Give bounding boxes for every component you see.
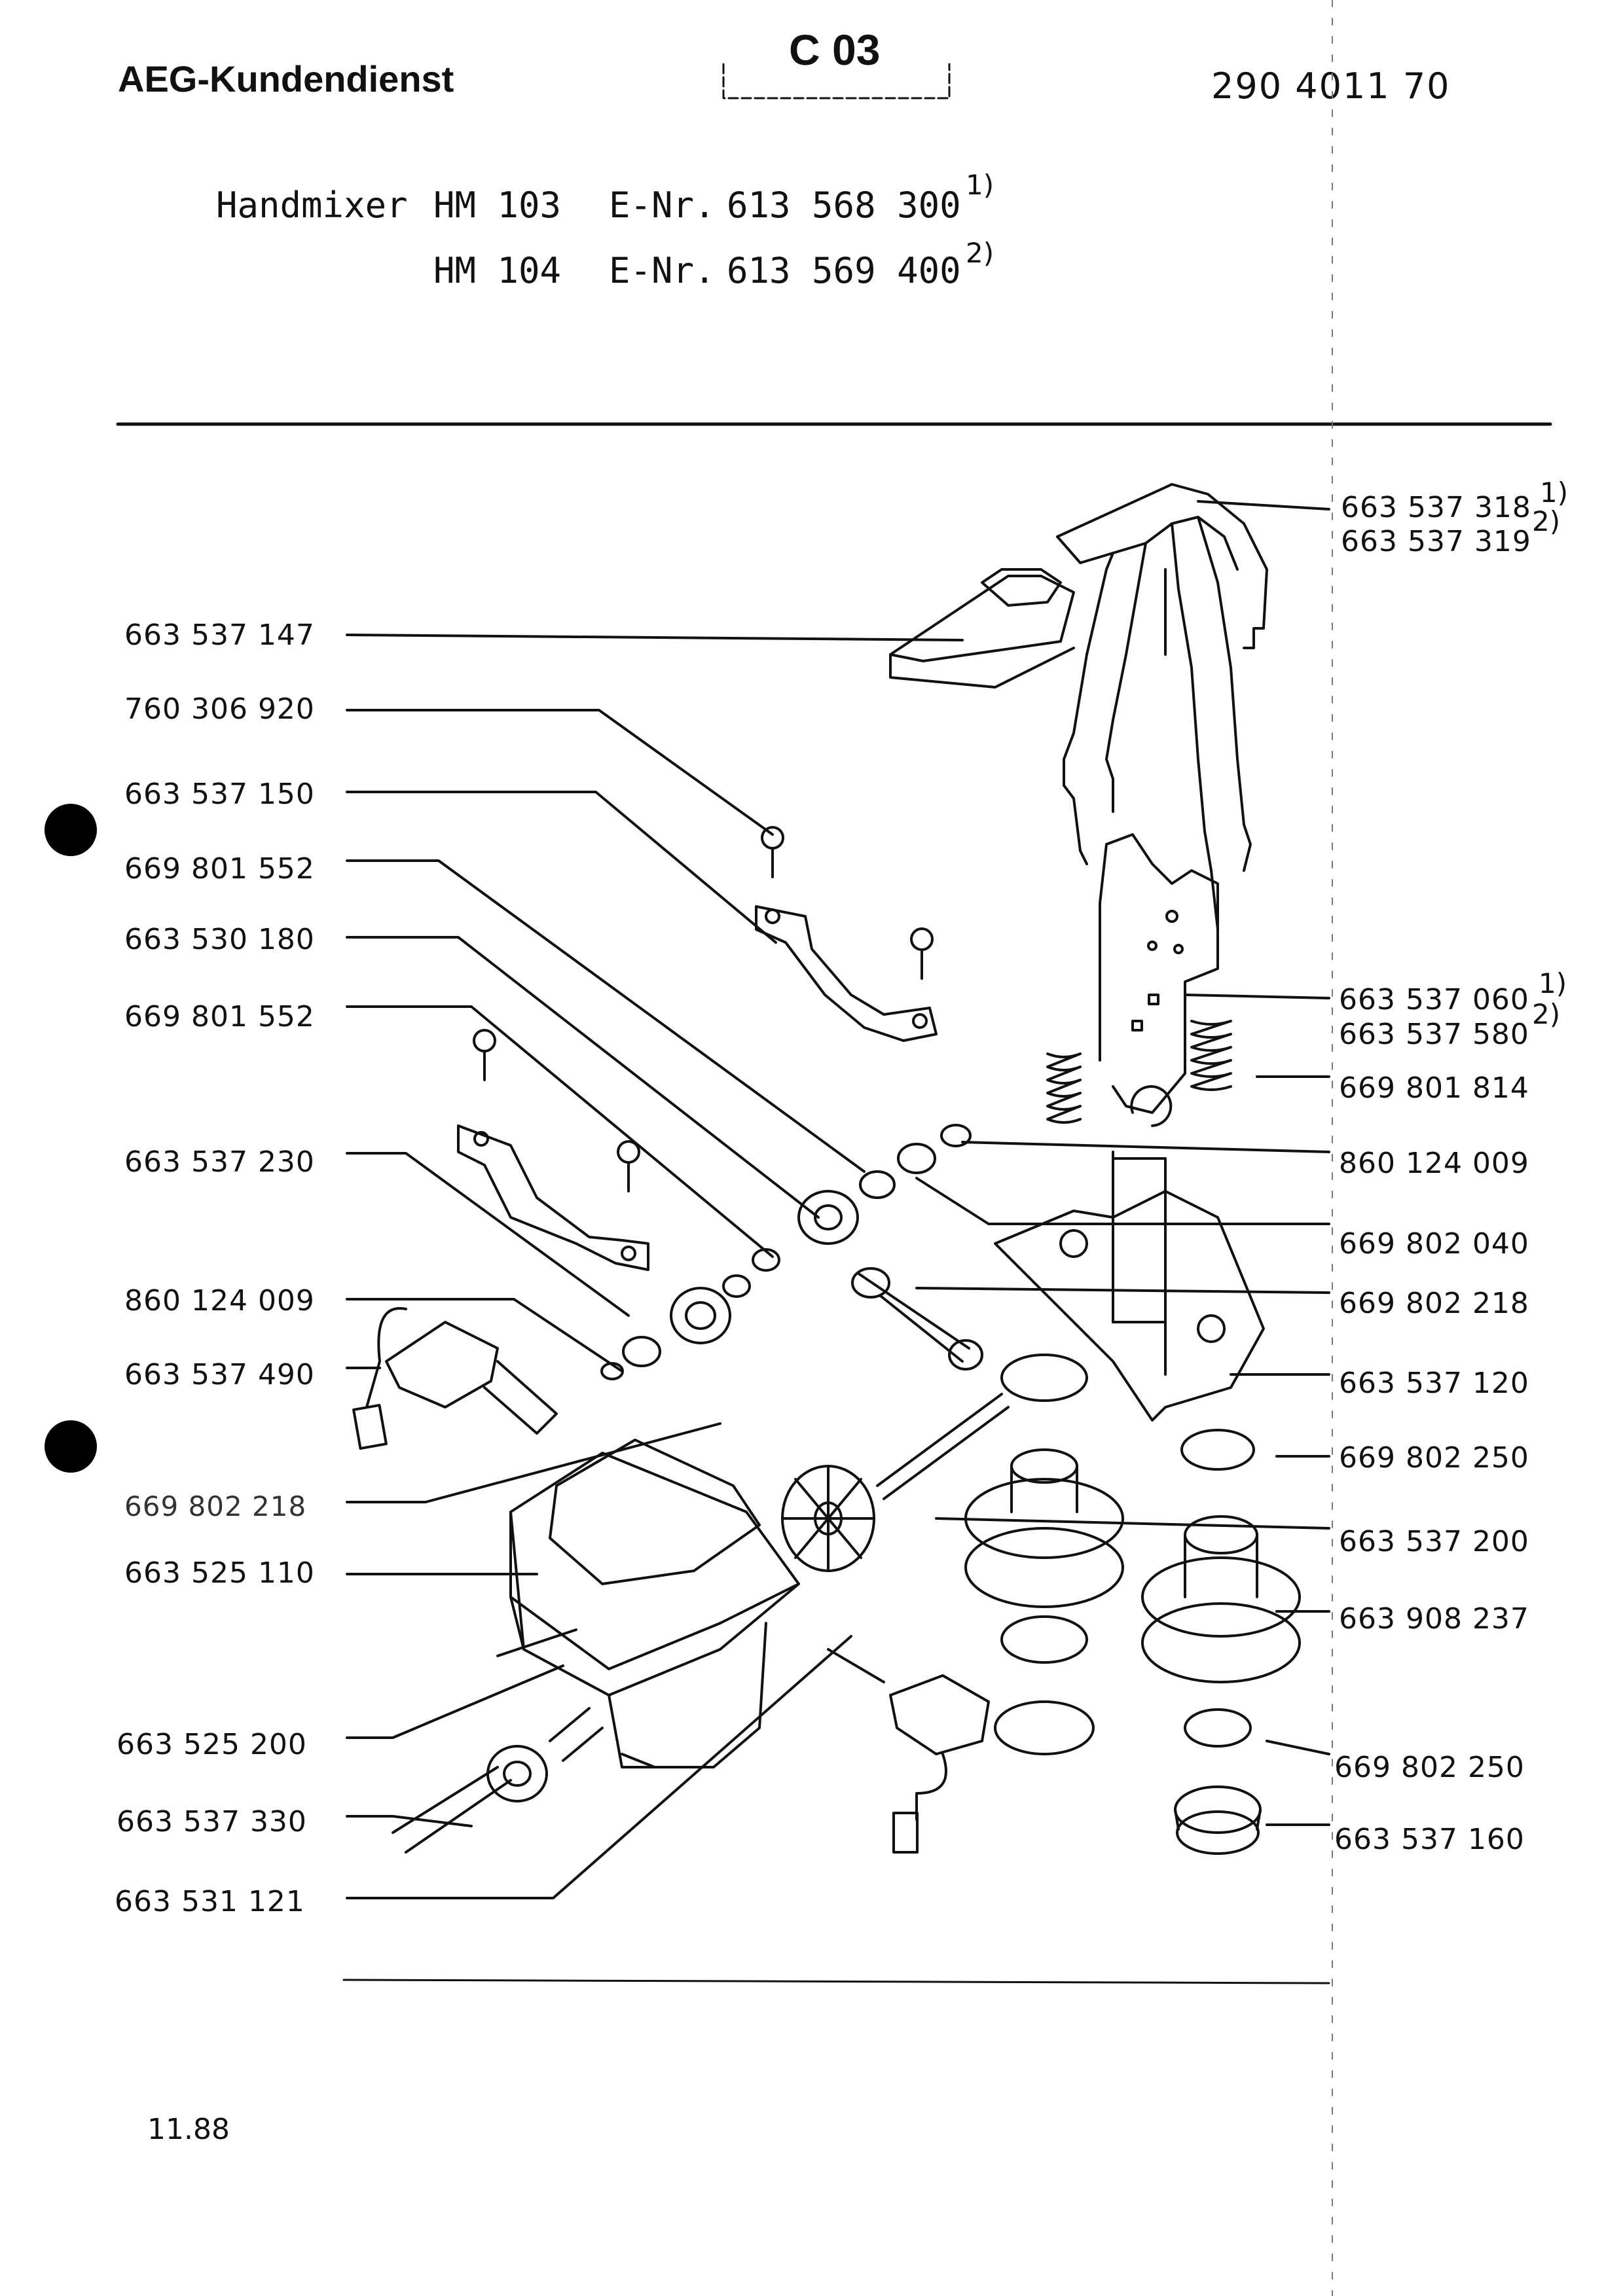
- part-right-11: 669 802 250: [1334, 1751, 1525, 1784]
- part-left-9: 663 537 490: [124, 1358, 315, 1391]
- part-right-1-note-b: 2): [1532, 505, 1561, 537]
- switch-slider-bracket: [1056, 483, 1268, 931]
- enr-2: 613 569 400: [727, 250, 961, 291]
- brand-title: AEG-Kundendienst: [118, 58, 454, 99]
- leader-6: [346, 1005, 774, 1258]
- part-right-1-note-a: 1): [1540, 476, 1569, 509]
- part-right-12: 663 537 160: [1334, 1823, 1525, 1856]
- leader-2: [346, 709, 774, 836]
- part-right-8: 669 802 250: [1339, 1441, 1529, 1475]
- part-left-1: 663 537 147: [124, 619, 315, 652]
- part-right-6: 669 802 218: [1339, 1287, 1529, 1320]
- leader-r6: [915, 1287, 1330, 1294]
- motor-bracket-lower: [457, 1124, 649, 1271]
- part-right-7: 663 537 120: [1339, 1367, 1529, 1400]
- part-left-2: 760 306 920: [124, 692, 315, 726]
- leader-1: [346, 634, 964, 641]
- part-left-13: 663 537 330: [117, 1805, 307, 1839]
- part-right-1b: 663 537 319: [1341, 525, 1531, 558]
- bottom-rule: [342, 1979, 1330, 1984]
- part-right-5: 669 802 040: [1339, 1227, 1529, 1261]
- leader-r5: [915, 1177, 1330, 1225]
- footnote-2: 2): [966, 237, 994, 269]
- part-right-3: 669 801 814: [1339, 1071, 1529, 1105]
- leader-r11: [1266, 1740, 1330, 1755]
- leader-12: [346, 1664, 564, 1739]
- part-right-2a: 663 537 060: [1339, 983, 1529, 1016]
- carrier-plate: [1099, 833, 1219, 1127]
- model-name: Handmixer: [216, 185, 408, 226]
- enr-1: 613 568 300: [727, 185, 961, 226]
- leader-r9: [935, 1517, 1330, 1530]
- part-left-8: 860 124 009: [124, 1284, 315, 1318]
- rotor: [392, 1707, 604, 1854]
- enr-label-2: E-Nr.: [609, 250, 716, 291]
- leader-5: [346, 936, 820, 1219]
- punch-hole-2: [45, 1420, 97, 1473]
- part-left-10: 669 802 218: [124, 1490, 307, 1522]
- motor-unit: [496, 1439, 800, 1768]
- gear-right: [1141, 1429, 1301, 1855]
- part-left-4: 669 801 552: [124, 852, 315, 886]
- leader-4: [346, 859, 866, 1173]
- leader-7: [346, 1152, 630, 1317]
- leader-14: [346, 1635, 852, 1899]
- part-right-2-note-a: 1): [1539, 967, 1567, 999]
- leader-3: [346, 791, 777, 944]
- rings-upper: [600, 1124, 972, 1380]
- brush-holder-upper: [352, 1307, 558, 1450]
- leader-8: [346, 1298, 623, 1372]
- model-hm104: HM 104: [433, 250, 562, 291]
- part-left-6: 669 801 552: [124, 1000, 315, 1033]
- sheet-code: C 03: [789, 26, 881, 74]
- enr-label-1: E-Nr.: [609, 185, 716, 226]
- document-number: 290 4011 70: [1211, 65, 1451, 107]
- part-right-4: 860 124 009: [1339, 1147, 1529, 1180]
- part-left-3: 663 537 150: [124, 778, 315, 811]
- revision-date: 11.88: [147, 2113, 230, 2146]
- shaft-pin: [851, 1267, 983, 1371]
- leader-10: [346, 1422, 721, 1503]
- screws: [473, 826, 934, 1193]
- part-left-11: 663 525 110: [124, 1556, 315, 1590]
- part-right-9: 663 537 200: [1339, 1525, 1529, 1558]
- spring-right: [1190, 1020, 1232, 1091]
- worm-shaft: [876, 1393, 1010, 1500]
- part-right-10: 663 908 237: [1339, 1602, 1529, 1636]
- punch-hole-1: [45, 804, 97, 856]
- code-bracket: [722, 63, 951, 99]
- fan-wheel: [781, 1465, 875, 1572]
- leader-13: [346, 1815, 473, 1827]
- part-left-12: 663 525 200: [117, 1728, 307, 1761]
- leader-r4: [961, 1141, 1330, 1153]
- switch-slider: [889, 568, 1075, 689]
- footnote-1: 1): [966, 169, 994, 201]
- gear-housing-base: [994, 1151, 1265, 1422]
- model-hm103: HM 103: [433, 185, 562, 226]
- part-left-7: 663 537 230: [124, 1145, 315, 1179]
- part-left-14: 663 531 121: [115, 1885, 305, 1918]
- gear-left: [964, 1354, 1124, 1755]
- motor-bracket-upper: [755, 905, 938, 1042]
- part-right-2-note-b: 2): [1532, 998, 1561, 1030]
- part-left-5: 663 530 180: [124, 923, 315, 956]
- brush-holder-lower: [827, 1648, 990, 1854]
- part-right-1a: 663 537 318: [1341, 491, 1531, 524]
- leader-r2: [1184, 994, 1330, 999]
- spring-left: [1046, 1052, 1082, 1124]
- part-right-2b: 663 537 580: [1339, 1018, 1529, 1051]
